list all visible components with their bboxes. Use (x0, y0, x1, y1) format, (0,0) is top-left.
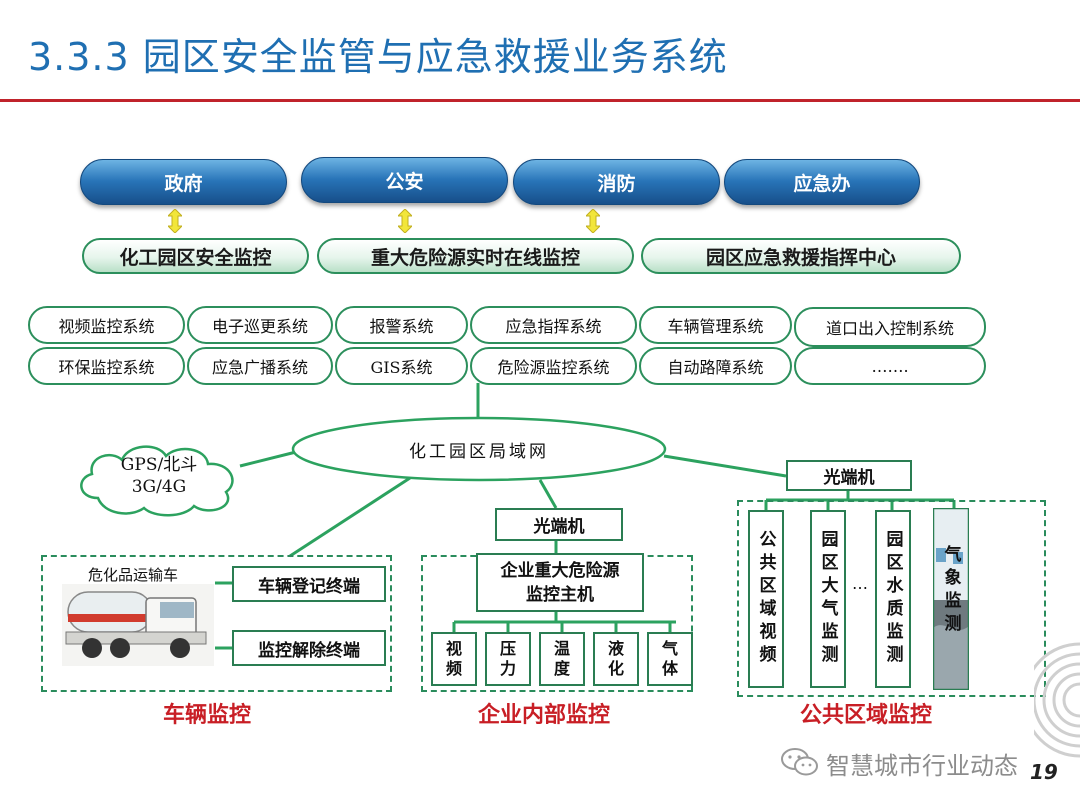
line-lan-public (663, 454, 787, 478)
park-air-monitor: 园区大气监测 (810, 510, 846, 688)
vehicle-caption: 车辆监控 (163, 703, 252, 728)
system-gate-control: 道口出入控制系统 (794, 307, 986, 347)
sensor-liquefaction: 液化 (593, 632, 639, 686)
vehicle-monitor-region (41, 555, 392, 692)
weather-photo-icon (933, 508, 969, 690)
line-lan-enterprise (538, 479, 558, 509)
gps-label: GPS/北斗 3G/4G (84, 454, 234, 498)
sensor-pressure: 压力 (485, 632, 531, 686)
host-line2: 监控主机 (526, 584, 594, 605)
org-government: 政府 (80, 159, 287, 205)
tanker-truck-icon (62, 584, 214, 666)
system-hazard-monitor: 危险源监控系统 (470, 347, 637, 385)
system-video: 视频监控系统 (28, 306, 185, 344)
system-gis: GIS系统 (335, 347, 468, 385)
truck-label: 危化品运输车 (88, 566, 179, 584)
vehicle-register-terminal: 车辆登记终端 (232, 566, 386, 602)
arrow-up-down-icon (168, 209, 182, 233)
monitor-major-hazard: 重大危险源实时在线监控 (317, 238, 634, 274)
system-patrol: 电子巡更系统 (187, 306, 333, 344)
public-monitor-region (737, 500, 1046, 697)
enterprise-optical-terminal: 光端机 (495, 508, 623, 541)
enterprise-caption: 企业内部监控 (478, 703, 611, 728)
org-police: 公安 (301, 157, 508, 203)
lan-ellipse (291, 416, 667, 482)
host-line1: 企业重大危险源 (500, 560, 620, 581)
line-lan-gps (239, 450, 297, 468)
system-vehicle-mgmt: 车辆管理系统 (639, 306, 792, 344)
public-area-video: 公共区域视频 (748, 510, 784, 688)
title-rule (0, 99, 1080, 102)
monitor-chemical-park: 化工园区安全监控 (82, 238, 309, 274)
page-title: 3.3.3 园区安全监管与应急救援业务系统 (28, 35, 728, 79)
spiral-decoration-icon (1034, 642, 1080, 758)
watermark-text: 智慧城市行业动态 (826, 752, 1018, 780)
system-environment: 环保监控系统 (28, 347, 185, 385)
park-water-monitor: 园区水质监测 (875, 510, 911, 688)
enterprise-host: 企业重大危险源 监控主机 (476, 553, 644, 612)
monitor-release-terminal: 监控解除终端 (232, 630, 386, 666)
park-water-monitor-label: 园区水质监测 (882, 530, 903, 668)
weather-monitor: 气象监测 (933, 536, 969, 646)
org-emergency-office: 应急办 (724, 159, 920, 205)
gps-line1: GPS/北斗 (120, 455, 198, 475)
wechat-icon (781, 748, 818, 776)
public-area-video-label: 公共区域视频 (755, 530, 776, 668)
lan-label: 化工园区局域网 (409, 441, 549, 462)
gps-line2: 3G/4G (131, 477, 187, 497)
weather-monitor-label: 气象监测 (940, 545, 961, 637)
arrow-up-down-icon (398, 209, 412, 233)
sensor-video: 视频 (431, 632, 477, 686)
sensor-gas: 气体 (647, 632, 693, 686)
park-air-monitor-label: 园区大气监测 (817, 530, 838, 668)
line-lan-vehicle (289, 476, 411, 558)
org-fire: 消防 (513, 159, 720, 205)
public-caption: 公共区域监控 (800, 703, 933, 728)
arrow-up-down-icon (586, 209, 600, 233)
system-alarm: 报警系统 (335, 306, 468, 344)
monitor-rescue-center: 园区应急救援指挥中心 (641, 238, 961, 274)
sensor-temperature: 温度 (539, 632, 585, 686)
system-roadblock: 自动路障系统 (639, 347, 792, 385)
public-optical-terminal: 光端机 (786, 460, 912, 491)
page-number: 19 (1030, 760, 1058, 784)
system-command: 应急指挥系统 (470, 306, 637, 344)
cloud-icon (80, 445, 234, 517)
system-broadcast: 应急广播系统 (187, 347, 333, 385)
system-more: ……. (794, 347, 986, 385)
public-ellipsis: … (852, 574, 868, 593)
